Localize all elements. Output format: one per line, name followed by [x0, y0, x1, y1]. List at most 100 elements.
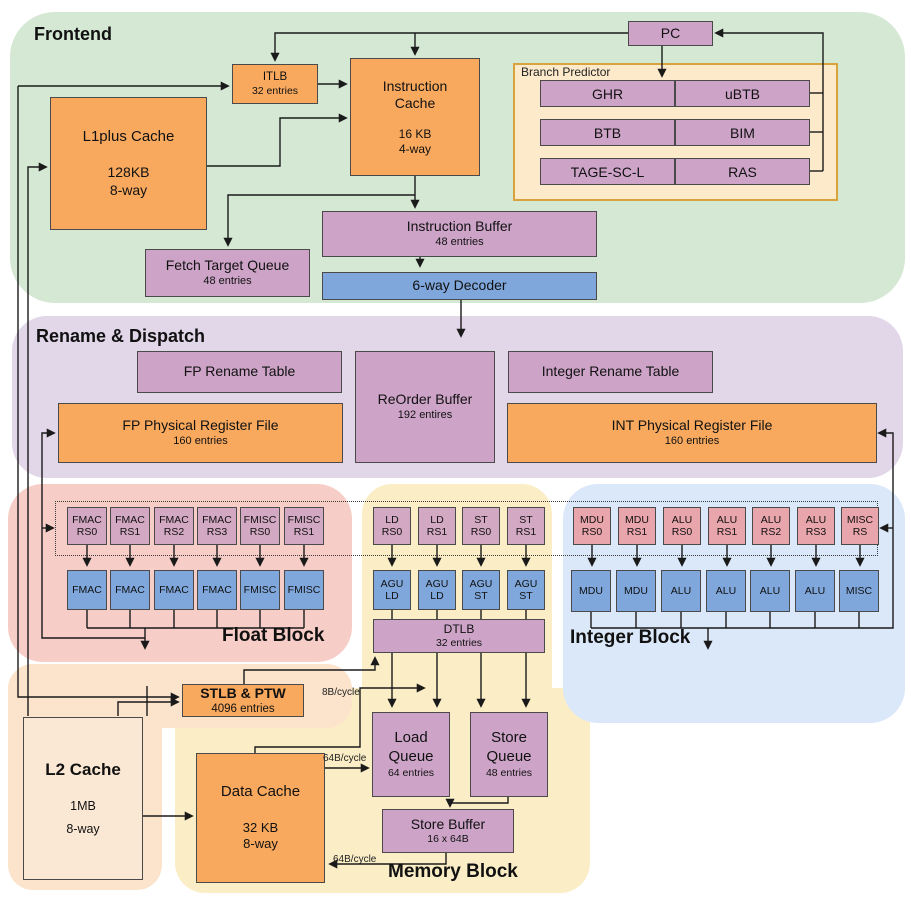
bp-cell-ras: RAS — [675, 158, 810, 185]
fetch-target-queue-box: Fetch Target Queue 48 entries — [145, 249, 310, 297]
bp-cell-tage: TAGE-SC-L — [540, 158, 675, 185]
mdu-fu-1-label: MDU — [624, 584, 648, 597]
load-queue-box: Load Queue 64 entries — [372, 712, 450, 797]
fmisc-rs0-l2: RS0 — [249, 526, 271, 538]
fmac-rs2-l2: RS2 — [163, 526, 185, 538]
fmac-fu-2-label: FMAC — [159, 583, 189, 596]
stlb-ptw-label: STLB & PTW — [200, 684, 286, 701]
store-queue-l2: Queue — [486, 747, 532, 765]
float-block-title: Float Block — [222, 625, 325, 646]
fmac-fu-3-label: FMAC — [202, 583, 232, 596]
mdu-fu-1-box: MDU — [616, 570, 656, 612]
alu-rs0-l2: RS0 — [671, 526, 693, 538]
fmac-rs1-l2: RS1 — [119, 526, 141, 538]
store-queue-entries: 48 entries — [485, 766, 533, 779]
fp-prf-entries: 160 entries — [173, 434, 228, 447]
alu-fu-1-label: ALU — [715, 584, 737, 597]
bp-cell-bim: BIM — [675, 119, 810, 146]
reorder-buffer-entries: 192 entires — [397, 408, 453, 421]
dtlb-entries: 32 entries — [435, 636, 483, 649]
dtlb-box: DTLB 32 entries — [373, 619, 545, 653]
fmac-fu-0-label: FMAC — [72, 583, 102, 596]
bandwidth-64b-store-label: 64B/cycle — [333, 854, 377, 865]
frontend-title: Frontend — [34, 24, 112, 44]
alu-rs0-l1: ALU — [671, 513, 693, 526]
fmisc-fu-1-box: FMISC — [284, 570, 324, 610]
integer-rename-table-label: Integer Rename Table — [541, 363, 680, 380]
alu-rs3-l2: RS3 — [805, 526, 827, 538]
store-queue-box: Store Queue 48 entries — [470, 712, 548, 797]
alu-fu-1-box: ALU — [706, 570, 746, 612]
fmac-fu-0-box: FMAC — [67, 570, 107, 610]
fmisc-fu-1-label: FMISC — [287, 583, 321, 596]
misc-fu-label: MISC — [845, 584, 873, 597]
fmac-rs0-l2: RS0 — [76, 526, 98, 538]
fmac-fu-1-label: FMAC — [115, 583, 145, 596]
agu-ld-1-l1: AGU — [425, 577, 449, 590]
bandwidth-64b-load-label: 64B/cycle — [323, 753, 367, 764]
fmisc-rs0-l1: FMISC — [243, 513, 277, 526]
fp-prf-label: FP Physical Register File — [122, 417, 279, 434]
l2-cache-label: L2 Cache — [45, 760, 121, 780]
dtlb-label: DTLB — [443, 621, 475, 636]
ftq-label: Fetch Target Queue — [165, 257, 290, 274]
fmac-rs2-l1: FMAC — [159, 513, 189, 526]
instruction-cache-assoc: 4-way — [398, 141, 431, 156]
fmac-fu-1-box: FMAC — [110, 570, 150, 610]
data-cache-box: Data Cache 32 KB 8-way — [196, 753, 325, 883]
load-queue-l2: Queue — [388, 747, 434, 765]
mdu-rs1-l1: MDU — [625, 513, 649, 526]
mdu-rs0-l1: MDU — [580, 513, 604, 526]
ld-rs1-l2: RS1 — [426, 526, 448, 538]
fmisc-rs1-l1: FMISC — [287, 513, 321, 526]
bp-cell-btb: BTB — [540, 119, 675, 146]
alu-fu-2-label: ALU — [759, 584, 781, 597]
itlb-box: ITLB 32 entries — [232, 64, 318, 104]
instruction-buffer-label: Instruction Buffer — [406, 218, 513, 235]
mdu-rs1-l2: RS1 — [626, 526, 648, 538]
fmac-fu-3-box: FMAC — [197, 570, 237, 610]
fmisc-fu-0-box: FMISC — [240, 570, 280, 610]
int-prf-label: INT Physical Register File — [611, 417, 773, 434]
l1plus-cache-box: L1plus Cache 128KB 8-way — [50, 97, 207, 230]
agu-ld-1-l2: LD — [430, 590, 444, 602]
instruction-buffer-box: Instruction Buffer 48 entries — [322, 211, 597, 257]
store-buffer-box: Store Buffer 16 x 64B — [382, 809, 514, 853]
st-rs1-l1: ST — [519, 513, 533, 526]
alu-rs2-l2: RS2 — [760, 526, 782, 538]
integer-rename-table-box: Integer Rename Table — [508, 351, 713, 393]
fmac-rs0-l1: FMAC — [72, 513, 102, 526]
data-cache-label: Data Cache — [220, 783, 301, 801]
l2-cache-box: L2 Cache 1MB 8-way — [23, 717, 143, 880]
reorder-buffer-box: ReOrder Buffer 192 entires — [355, 351, 495, 463]
stlb-ptw-entries: 4096 entries — [211, 703, 275, 716]
decoder-box: 6-way Decoder — [322, 272, 597, 300]
memory-block-title: Memory Block — [388, 861, 518, 882]
alu-rs3-l1: ALU — [805, 513, 827, 526]
instruction-cache-label: Instruction Cache — [382, 77, 448, 112]
reorder-buffer-label: ReOrder Buffer — [377, 391, 473, 408]
stlb-ptw-box: STLB & PTW 4096 entries — [182, 684, 304, 717]
fmac-fu-2-box: FMAC — [154, 570, 194, 610]
itlb-label: ITLB — [262, 71, 288, 84]
data-cache-assoc: 8-way — [243, 836, 278, 852]
alu-rs1-l1: ALU — [716, 513, 738, 526]
agu-ld-0-l1: AGU — [380, 577, 404, 590]
agu-ld-0-l2: LD — [385, 590, 399, 602]
alu-rs2-l1: ALU — [760, 513, 782, 526]
